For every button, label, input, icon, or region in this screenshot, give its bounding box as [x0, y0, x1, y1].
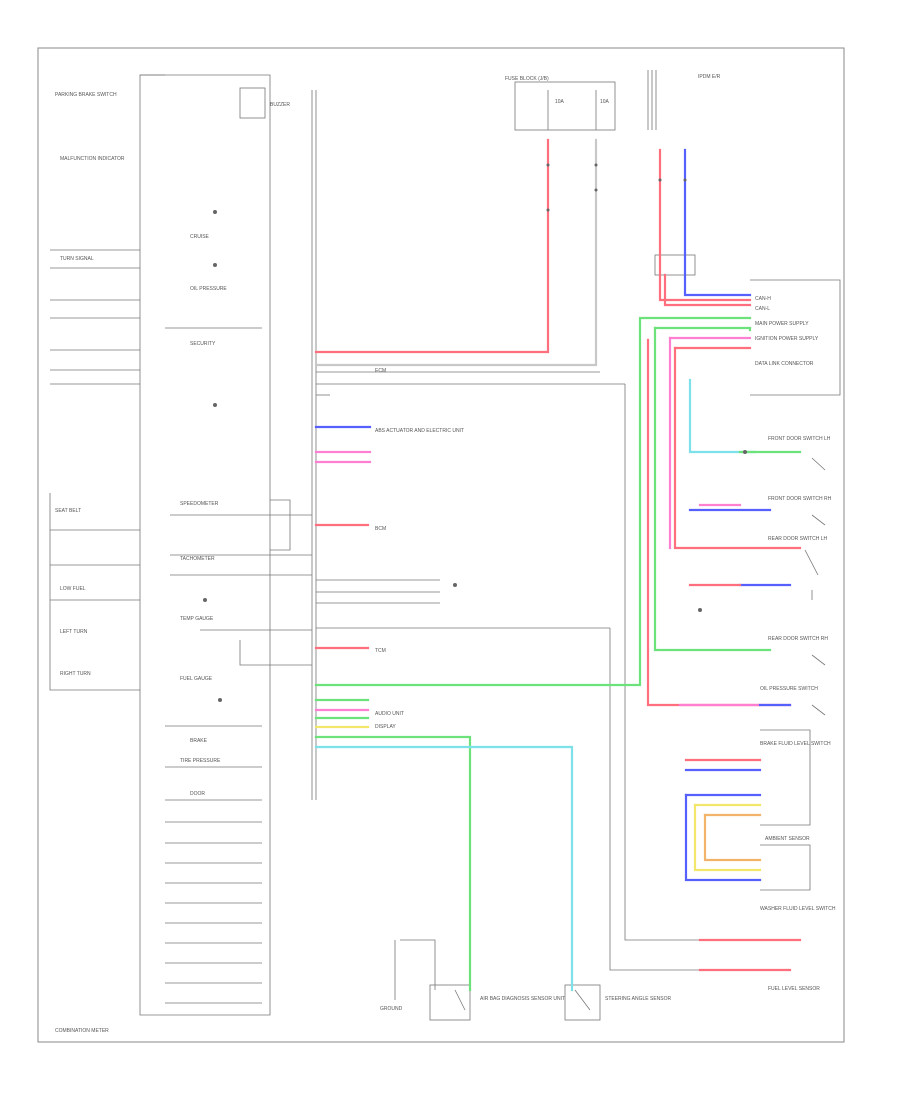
can-l-label: CAN-L [755, 306, 770, 312]
airbag-label: AIR BAG DIAGNOSIS SENSOR UNIT [480, 996, 565, 1002]
data-link-label: DATA LINK CONNECTOR [755, 361, 814, 367]
oil-pressure-label: OIL PRESSURE [190, 286, 227, 292]
buzzer-label: BUZZER [270, 102, 290, 108]
combination-meter-block [49, 74, 317, 1016]
main-power-label: MAIN POWER SUPPLY [755, 321, 809, 327]
temp-gauge-label: TEMP GAUGE [180, 616, 214, 622]
audio-label: AUDIO UNIT [375, 711, 404, 717]
tachometer-label: TACHOMETER [180, 556, 215, 562]
oil-pressure-switch-label: OIL PRESSURE SWITCH [760, 686, 818, 692]
abs-label: ABS ACTUATOR AND ELECTRIC UNIT [375, 428, 464, 434]
can-h-label: CAN-H [755, 296, 771, 302]
fuel-gauge-label: FUEL GAUGE [180, 676, 213, 682]
ambient-sensor-label: AMBIENT SENSOR [765, 836, 810, 842]
left-turn-label: LEFT TURN [60, 629, 88, 635]
front-door-switch-label: FRONT DOOR SWITCH LH [768, 436, 831, 442]
junction-dots [203, 163, 747, 702]
ground-label: GROUND [380, 1006, 403, 1012]
right-turn-label: RIGHT TURN [60, 671, 91, 677]
security-label: SECURITY [190, 341, 216, 347]
fuel-level-sensor-label: FUEL LEVEL SENSOR [768, 986, 820, 992]
turn-signal-label: TURN SIGNAL [60, 256, 94, 262]
ipdm-label: IPDM E/R [698, 74, 721, 80]
diagram-frame [37, 47, 845, 1043]
meter-connector-rows [316, 371, 700, 971]
display-label: DISPLAY [375, 724, 396, 730]
bottom-sensors [394, 939, 601, 1021]
right-unit-box [647, 70, 841, 891]
ecm-label: ECM [375, 368, 386, 374]
ign-power-label: IGNITION POWER SUPPLY [755, 336, 819, 342]
cruise-label: CRUISE [190, 234, 210, 240]
colored-wires [314, 138, 802, 992]
rear-door-switch-rh-label: REAR DOOR SWITCH RH [768, 636, 828, 642]
rear-door-switch-label: REAR DOOR SWITCH LH [768, 536, 828, 542]
tire-pressure-label: TIRE PRESSURE [180, 758, 221, 764]
seat-belt-label: SEAT BELT [55, 508, 81, 514]
parking-brake-label: PARKING BRAKE SWITCH [55, 92, 117, 98]
door-switches [804, 457, 826, 716]
cluster-label: COMBINATION METER [55, 1028, 109, 1034]
brake-label: BRAKE [190, 738, 208, 744]
low-fuel-label: LOW FUEL [60, 586, 86, 592]
fuse-1-label: 10A [555, 99, 565, 105]
diagram-labels: COMBINATION METER BUZZER PARKING BRAKE S… [55, 74, 836, 1034]
tcm-label: TCM [375, 648, 386, 654]
door-label: DOOR [190, 791, 205, 797]
washer-label: WASHER FLUID LEVEL SWITCH [760, 906, 836, 912]
malfunction-label: MALFUNCTION INDICATOR [60, 156, 125, 162]
fuse-box-label: FUSE BLOCK (J/B) [505, 76, 549, 82]
fuse-block: 10A 10A [514, 81, 616, 131]
brake-fluid-label: BRAKE FLUID LEVEL SWITCH [760, 741, 831, 747]
front-door-switch-rh-label: FRONT DOOR SWITCH RH [768, 496, 832, 502]
fuse-2-label: 10A [600, 99, 610, 105]
bcm-label: BCM [375, 526, 386, 532]
speedometer-label: SPEEDOMETER [180, 501, 219, 507]
steering-angle-label: STEERING ANGLE SENSOR [605, 996, 672, 1002]
